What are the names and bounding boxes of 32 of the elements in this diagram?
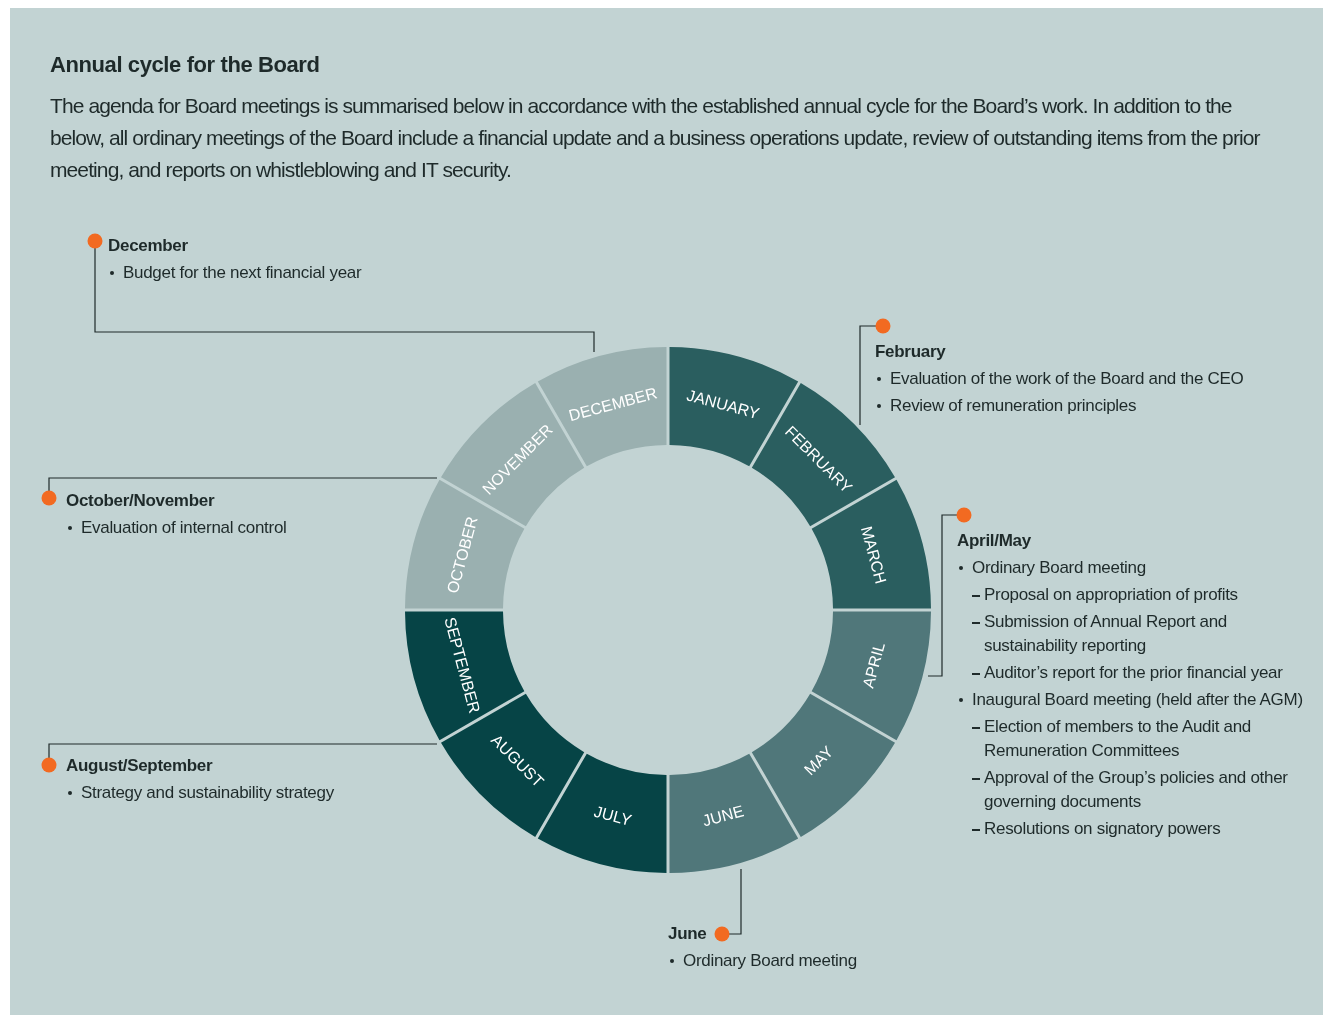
- intro-text: The agenda for Board meetings is summarised below in accordance with the established annual cycle for the Board’s work. In addition to the below, all ordinary meetings of the Board include a financial update and a business operations update, review of outstanding items from the prior meeting, and reports on whistleblowing and IT security.: [50, 93, 1261, 183]
- list-item: Ordinary Board meeting: [972, 557, 1146, 579]
- leader-line: [714, 868, 742, 942]
- leader-line: [41, 743, 438, 773]
- list-item: Auditor’s report for the prior financial year: [984, 662, 1283, 684]
- list-item: Approval of the Group’s policies and other governing documents: [984, 767, 1289, 813]
- list-item: Submission of Annual Report and sustainability reporting: [984, 611, 1229, 657]
- callout-heading: April/May: [957, 530, 1031, 552]
- list-item: Ordinary Board meeting: [683, 950, 857, 972]
- node-label: APRIL: [859, 640, 888, 690]
- list-item: Evaluation of internal control: [81, 517, 287, 539]
- leader-line: [41, 477, 438, 506]
- callout-heading: August/September: [66, 755, 213, 777]
- callout-heading: October/November: [66, 490, 215, 512]
- leader-line: [927, 507, 972, 677]
- leader-line: [87, 233, 595, 353]
- callout-heading: June: [668, 923, 707, 945]
- list-item: Election of members to the Audit and Remuneration Committees: [984, 716, 1253, 762]
- title: Annual cycle for the Board: [50, 52, 320, 78]
- node-label: JULY: [592, 802, 634, 829]
- month-segment: APRIL: [811, 611, 931, 741]
- leader-line: [859, 318, 891, 426]
- list-item: Budget for the next financial year: [123, 262, 362, 284]
- month-segment: JUNE: [669, 753, 799, 873]
- list-item: Inaugural Board meeting (held after the AGM): [972, 689, 1303, 711]
- callout-heading: February: [875, 341, 946, 363]
- node-label: JUNE: [700, 802, 746, 830]
- node-label: MARCH: [857, 524, 890, 586]
- list-item: Strategy and sustainability strategy: [81, 782, 334, 804]
- list-item: Proposal on appropriation of profits: [984, 584, 1238, 606]
- list-item: Resolutions on signatory powers: [984, 818, 1221, 840]
- callout-heading: December: [108, 235, 188, 257]
